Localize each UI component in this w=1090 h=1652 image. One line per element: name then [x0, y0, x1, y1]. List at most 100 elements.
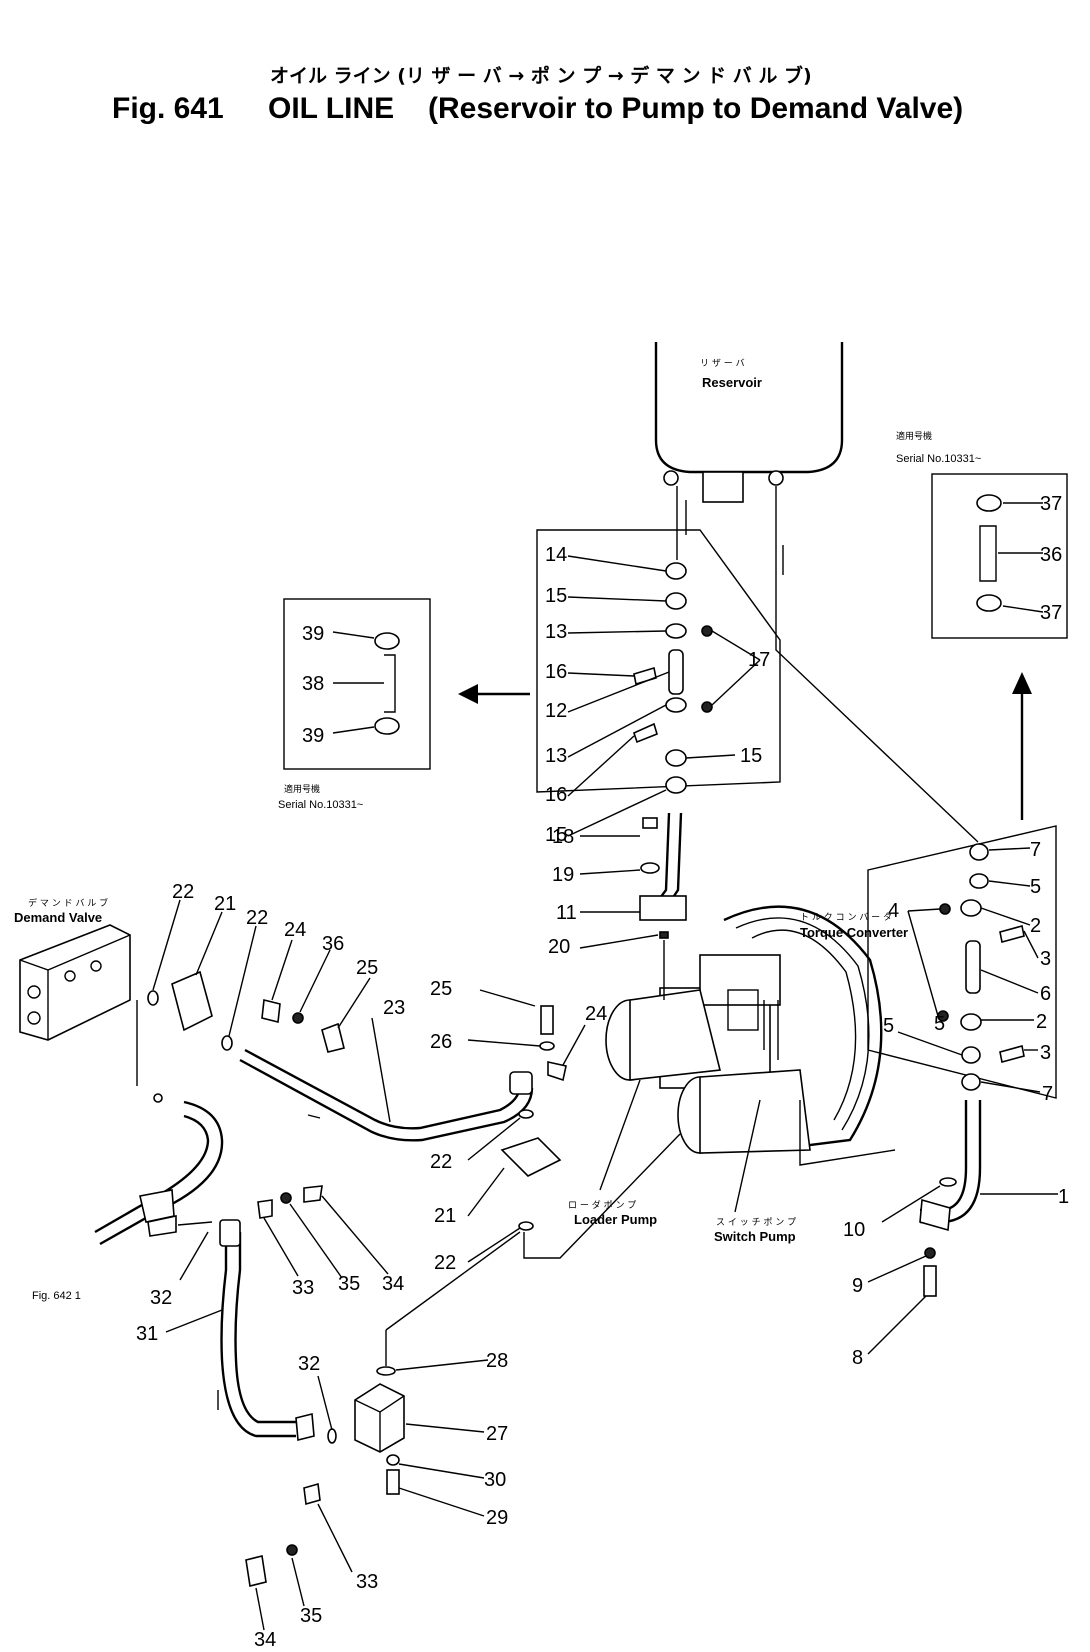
- callout-39: 39: [302, 623, 324, 645]
- bolt-group-upper: 33 35 34: [257, 1185, 404, 1299]
- title-japanese: オイル ライン (リ ザ ー バ → ポ ン プ → デ マ ン ド バ ル ブ…: [270, 64, 812, 87]
- pressure-hose-23: 23: [239, 997, 534, 1142]
- serial-label-left: Serial No.10331~: [278, 799, 363, 811]
- callout-37: 37: [1040, 602, 1062, 624]
- callout-13: 13: [545, 621, 567, 643]
- callout-5: 5: [883, 1015, 894, 1037]
- figure-title: オイル ライン (リ ザ ー バ → ポ ン プ → デ マ ン ド バ ル ブ…: [112, 64, 963, 125]
- callout-15: 15: [740, 745, 762, 767]
- callout-13: 13: [545, 745, 567, 767]
- hose-line: [775, 486, 979, 843]
- bolt-group-center: 25 26 24: [430, 978, 607, 1082]
- title-english-name: OIL LINE: [268, 92, 394, 125]
- callout-20: 20: [548, 936, 570, 958]
- callout-22: 22: [172, 881, 194, 903]
- callout-24: 24: [585, 1003, 607, 1025]
- callout-33: 33: [356, 1571, 378, 1593]
- callout-28: 28: [486, 1350, 508, 1372]
- callout-35: 35: [338, 1273, 360, 1295]
- return-pipe-left: Fig. 642 1 32: [32, 1100, 224, 1309]
- callout-7: 7: [1042, 1083, 1053, 1105]
- callout-16: 16: [545, 784, 567, 806]
- callout-39: 39: [302, 725, 324, 747]
- switch-pump-label-jp: ス イ ッ チ ポ ン プ: [716, 1217, 796, 1228]
- torque-converter-label-jp: ト ル ク コ ン バ ー タ: [800, 912, 892, 923]
- callout-36: 36: [322, 933, 344, 955]
- callout-8: 8: [852, 1347, 863, 1369]
- center-fitting-panel: 14 15 13 16 12 13 16 15 15 17: [536, 529, 781, 846]
- callout-2: 2: [1036, 1011, 1047, 1033]
- right-serial-panel: 37 36 37 適用号機 Serial No.10331~: [896, 430, 1068, 639]
- callout-16: 16: [545, 661, 567, 683]
- callout-33: 33: [292, 1277, 314, 1299]
- callout-10: 10: [843, 1219, 865, 1241]
- callout-7: 7: [1030, 839, 1041, 861]
- callout-31: 31: [136, 1323, 158, 1345]
- serial-label-right: Serial No.10331~: [896, 453, 981, 465]
- callout-4: 4: [888, 900, 899, 922]
- figure-number: Fig. 641: [112, 92, 224, 125]
- demand-valve-label-jp: デ マ ン ド バ ル ブ: [28, 897, 108, 909]
- pump-inlet-hose-assembly: 1 10 9 8: [843, 1100, 1069, 1369]
- callout-26: 26: [430, 1031, 452, 1053]
- switch-pump-label: Switch Pump: [714, 1229, 796, 1244]
- callout-21: 21: [434, 1205, 456, 1227]
- callout-36: 36: [1040, 544, 1062, 566]
- callout-17: 17: [748, 649, 770, 671]
- demand-valve: デ マ ン ド バ ル ブ Demand Valve: [14, 897, 131, 1041]
- callout-2: 2: [1030, 915, 1041, 937]
- arrow-icon: [1012, 672, 1032, 820]
- fig-reference: Fig. 642 1: [32, 1290, 81, 1302]
- o-ring: [153, 1093, 163, 1103]
- callout-24: 24: [284, 919, 306, 941]
- callout-15: 15: [545, 824, 567, 846]
- callout-25: 25: [430, 978, 452, 1000]
- suction-pipe-assembly: 18 19 11 20: [548, 812, 687, 1000]
- callout-22: 22: [434, 1252, 456, 1274]
- callout-15: 15: [545, 585, 567, 607]
- callout-6: 6: [1040, 983, 1051, 1005]
- junction-block-27: 28 27 30 29 32: [298, 1231, 521, 1529]
- callout-14: 14: [545, 544, 567, 566]
- bolt-group-left: 24 36 25: [261, 919, 378, 1053]
- callout-30: 30: [484, 1469, 506, 1491]
- loader-pump: ロ ー ダ ポ ン プ Loader Pump: [568, 989, 721, 1227]
- callout-11: 11: [556, 902, 577, 924]
- callout-35: 35: [300, 1605, 322, 1627]
- callout-34: 34: [382, 1273, 404, 1295]
- callout-37: 37: [1040, 493, 1062, 515]
- callout-27: 27: [486, 1423, 508, 1445]
- callout-19: 19: [552, 864, 574, 886]
- reservoir: リ ザ ー バ Reservoir: [654, 342, 844, 503]
- callout-18: 18: [552, 826, 574, 848]
- callout-34: 34: [254, 1629, 276, 1651]
- callout-23: 23: [383, 997, 405, 1019]
- callout-25: 25: [356, 957, 378, 979]
- callout-21: 21: [214, 893, 236, 915]
- callout-1: 1: [1058, 1186, 1069, 1208]
- flange-center: 22 21 22: [430, 1109, 681, 1274]
- serial-label-jp: 適用号機: [284, 783, 320, 795]
- title-english-description: (Reservoir to Pump to Demand Valve): [428, 92, 963, 125]
- callout-3: 3: [1040, 948, 1051, 970]
- loader-pump-label-jp: ロ ー ダ ポ ン プ: [568, 1199, 636, 1211]
- callout-5: 5: [934, 1013, 945, 1035]
- reservoir-label: Reservoir: [702, 375, 762, 390]
- torque-converter-label: Torque Converter: [800, 925, 908, 940]
- callout-32: 32: [150, 1287, 172, 1309]
- callout-29: 29: [486, 1507, 508, 1529]
- callout-32: 32: [298, 1353, 320, 1375]
- callout-9: 9: [852, 1275, 863, 1297]
- callout-22: 22: [430, 1151, 452, 1173]
- callout-5: 5: [1030, 876, 1041, 898]
- switch-pump: ス イ ッ チ ポ ン プ Switch Pump: [677, 1069, 896, 1244]
- callout-38: 38: [302, 673, 324, 695]
- callout-3: 3: [1040, 1042, 1051, 1064]
- bolt-group-lower: 33 35 34: [245, 1482, 378, 1651]
- left-serial-panel: 39 38 39 適用号機 Serial No.10331~: [278, 598, 431, 811]
- arrow-icon: [458, 684, 530, 704]
- return-hose-31: 31: [136, 1219, 315, 1442]
- reservoir-label-jp: リ ザ ー バ: [700, 358, 745, 369]
- demand-valve-label: Demand Valve: [14, 910, 102, 925]
